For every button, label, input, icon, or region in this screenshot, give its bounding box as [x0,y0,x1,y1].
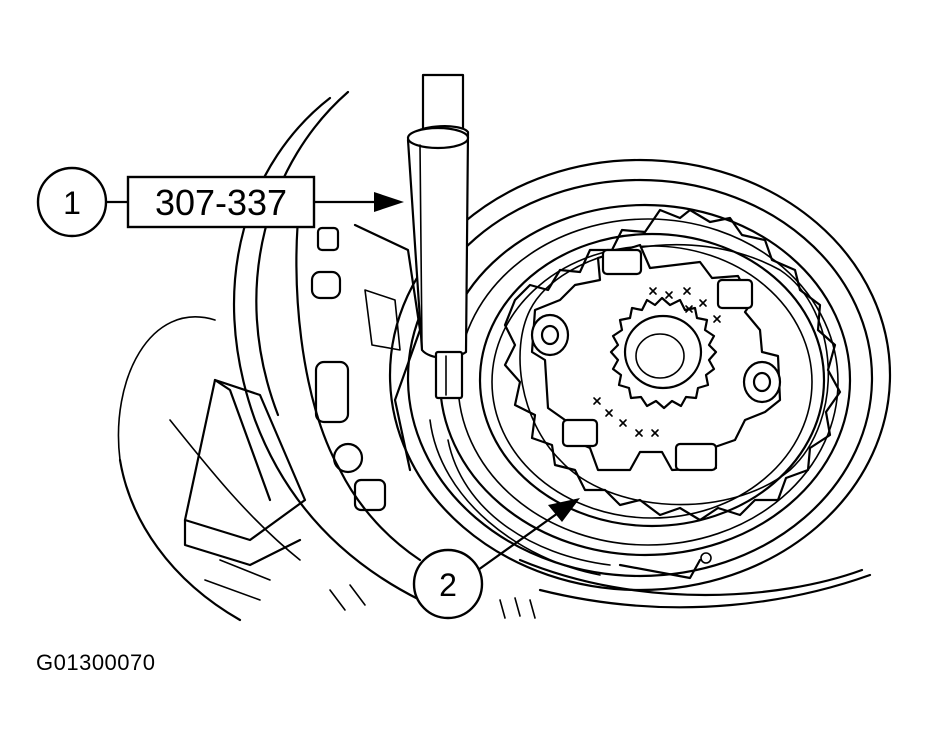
callout-1-label: 307-337 [155,182,287,223]
valve-body-plate [295,198,422,562]
lower-details [329,584,536,619]
callout-1-number: 1 [63,185,81,221]
lower-block [183,378,307,601]
clutch-plate-ring [503,208,842,522]
alignment-marks [593,287,721,437]
tool-307-337 [406,73,470,400]
callout-2-number: 2 [439,567,457,603]
figure-id: G01300070 [36,650,156,675]
callout-2-arrowhead [548,498,580,522]
callout-2: 2 [412,498,580,620]
housing-outline [117,90,872,622]
callout-1: 1 307-337 [36,166,404,238]
center-spline-gear [609,296,718,410]
callout-2-circle [412,548,484,620]
callout-1-arrowhead [374,192,404,212]
